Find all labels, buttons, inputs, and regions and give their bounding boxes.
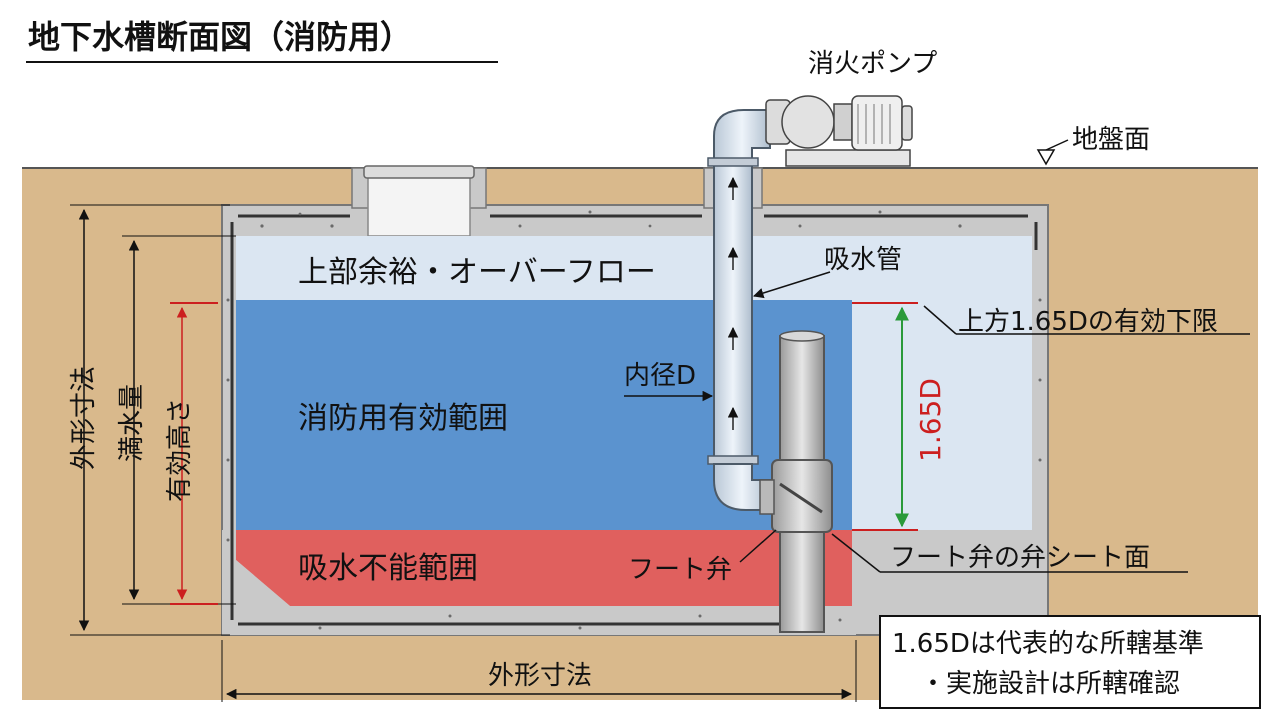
dim-outer-horizontal-label: 外形寸法 <box>488 661 592 691</box>
valve-seat-label: フート弁の弁シート面 <box>890 543 1150 573</box>
pipe-flange-bottom <box>707 455 759 465</box>
rebar <box>230 214 1038 626</box>
bottom-haunch <box>236 560 290 606</box>
foot-valve-disc <box>779 482 823 514</box>
upper-side-zone <box>852 300 1032 530</box>
suction-pipe-top-elbow <box>713 109 771 158</box>
note-line-2: ・実施設計は所轄確認 <box>920 669 1180 699</box>
page-title: 地下水槽断面図（消防用） <box>28 18 412 56</box>
upper-overflow-zone <box>236 236 1032 300</box>
unusable-zone-label: 吸水不能範囲 <box>298 551 478 586</box>
dim-full-water-label: 満水量 <box>117 384 147 462</box>
effective-lower-limit-label: 上方1.65Dの有効下限 <box>958 307 1218 337</box>
unusable-water-zone <box>236 530 852 606</box>
foot-valve-label: フート弁 <box>628 555 732 585</box>
foot-valve-leader <box>739 529 777 563</box>
note-box <box>879 615 1261 709</box>
upper-zone-label: 上部余裕・オーバーフロー <box>298 255 656 290</box>
manhole-shaft <box>367 171 471 237</box>
pipe-flange-top <box>707 157 759 167</box>
valve-riser-pipe <box>779 335 825 467</box>
pump-label: 消火ポンプ <box>808 49 937 79</box>
dim-effective-height-label: 有効高さ <box>165 398 195 502</box>
valve-side-flange <box>759 479 775 515</box>
inner-diameter-label: 内径D <box>624 361 696 391</box>
dim-outer-vertical-label: 外形寸法 <box>69 366 99 470</box>
foot-valve-body <box>771 459 833 533</box>
ground-leader <box>1045 139 1069 151</box>
lower-limit-leader <box>923 305 957 335</box>
fire-pump-icon <box>765 95 913 167</box>
valve-riser-top <box>779 330 825 342</box>
dim-165d-label: 1.65D <box>914 378 947 462</box>
effective-zone-label: 消防用有効範囲 <box>298 401 508 436</box>
ground-label: 地盤面 <box>1072 125 1150 155</box>
suction-pipe-leader <box>752 271 831 299</box>
suction-pipe-label: 吸水管 <box>824 245 902 275</box>
concrete-aggregate <box>226 210 1042 630</box>
valve-seat-leader <box>831 533 881 573</box>
note-line-1: 1.65Dは代表的な所轄基準 <box>892 629 1204 659</box>
manhole-cover <box>363 165 475 179</box>
ground-level-marker-icon <box>1036 149 1056 166</box>
suction-pipe <box>713 157 753 461</box>
foot-valve-lower-pipe <box>779 531 825 633</box>
